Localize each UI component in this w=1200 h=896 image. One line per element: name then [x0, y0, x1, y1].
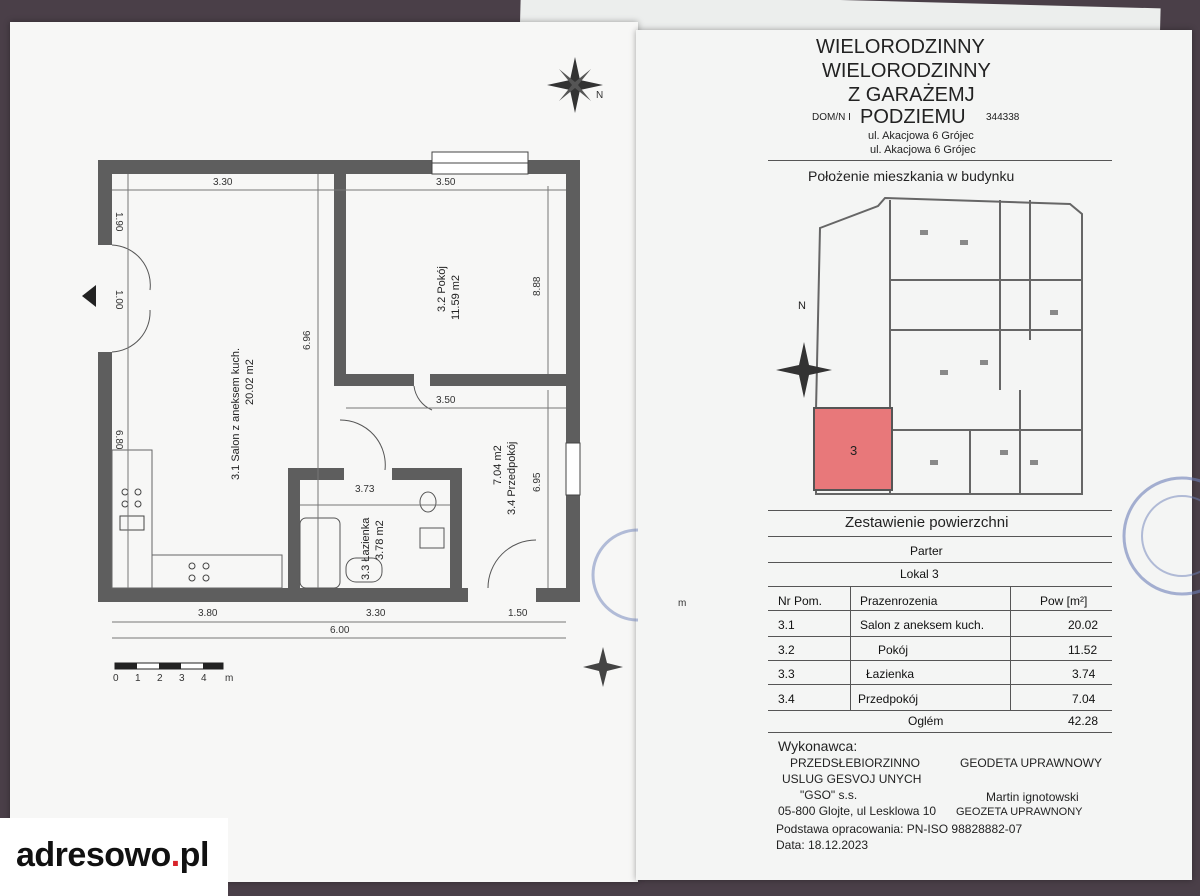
info-sheet: [636, 30, 1192, 880]
location-title: Położenie mieszkania w budynku: [808, 168, 1015, 184]
room-3-1-label: 3.1 Salon z aneksem kuch.: [230, 347, 242, 480]
dim-total: 6.00: [330, 625, 350, 636]
contractor-line-4a: 05-800 Glojte, ul Lesklowa 10: [778, 804, 937, 818]
divider: [768, 510, 1112, 511]
dim-bottom-3: 1.50: [508, 608, 528, 619]
total-value: 42.28: [1068, 714, 1099, 728]
mini-north-label: N: [798, 300, 806, 312]
row-nr: 3.4: [778, 692, 795, 706]
row-nr: 3.2: [778, 643, 795, 657]
row-pow: 20.02: [1068, 618, 1099, 632]
dim-top-2: 3.50: [436, 177, 456, 188]
floor-plan: [82, 57, 623, 687]
room-3-3-area: 3.78 m2: [374, 520, 386, 560]
row-nr: 3.3: [778, 667, 795, 681]
floor-label: Parter: [910, 544, 943, 558]
contractor-line-2: USLUG GESVOJ UNYCH: [782, 772, 922, 786]
adresowo-logo[interactable]: adresowo.pl: [0, 818, 228, 896]
row-nr: 3.1: [778, 618, 795, 632]
header-title-2: WIELORODZINNY: [822, 60, 991, 82]
unit-label: Lokal 3: [900, 567, 939, 581]
compass-small-icon: [583, 647, 623, 687]
contractor-line-3a: "GSO" s.s.: [800, 788, 858, 802]
row-pow: 11.52: [1068, 643, 1098, 657]
contractor-line-1b: GEODETA UPRAWNOWY: [960, 756, 1103, 770]
scale-unit: m: [225, 673, 234, 684]
contractor-line-4b: GEOZETA UPRAWNONY: [956, 806, 1083, 818]
dim-left-3: 6.80: [113, 430, 124, 450]
room-3-3-label: 3.3 Łazienka: [360, 517, 372, 580]
dim-top-1: 3.30: [213, 177, 233, 188]
room-3-4-label: 3.4 Przedpokój: [506, 441, 518, 515]
header-podziemu: PODZIEMU: [860, 106, 966, 128]
dim-bottom-1: 3.80: [198, 608, 218, 619]
compass-icon: [776, 342, 832, 398]
header-nr: Nr Pom.: [778, 594, 823, 608]
dim-mid: 3.50: [436, 395, 456, 406]
room-3-4-area: 7.04 m2: [492, 445, 504, 485]
header-title-3: Z GARAŻEMJ: [848, 84, 975, 106]
stamp-icon: [591, 528, 638, 622]
dim-bottom-2: 3.30: [366, 608, 386, 619]
header-pow: Pow [m²]: [1040, 594, 1088, 608]
scale-0: 0: [113, 673, 119, 684]
divider: [768, 160, 1112, 161]
dim-bath: 3.73: [355, 484, 375, 495]
compass-icon: [547, 57, 603, 113]
row-name: Przedpokój: [858, 692, 919, 706]
unit-highlight: [813, 407, 893, 491]
header-address-2: ul. Akacjowa 6 Grójec: [870, 144, 976, 156]
north-label: N: [596, 90, 604, 101]
header-title-1: WIELORODZINNY: [816, 36, 985, 58]
row-pow: 7.04: [1072, 692, 1096, 706]
contractor-line-1a: PRZEDSŁEBIORZINNO: [790, 756, 921, 770]
room-3-1-area: 20.02 m2: [244, 359, 256, 405]
dim-vert-1: 6.96: [302, 330, 313, 350]
vscale-unit: m: [678, 598, 687, 609]
stamp-icon: [1122, 476, 1200, 596]
scale-3: 3: [179, 673, 185, 684]
header-name: Prazenrozenia: [860, 594, 938, 608]
header-address-1: ul. Akacjowa 6 Grójec: [868, 130, 974, 142]
contractor-title: Wykonawca:: [778, 738, 858, 754]
contractor-line-3b: Martin ignotowski: [986, 790, 1079, 804]
room-3-2-label: 3.2 Pokój: [436, 266, 448, 312]
dim-vert-2: 8.88: [532, 276, 543, 296]
total-label: Oglém: [908, 714, 944, 728]
dim-left-1: 1.90: [113, 212, 124, 232]
summary-title: Zestawienie powierzchni: [845, 514, 1009, 531]
scale-4: 4: [201, 673, 207, 684]
basis-text: Podstawa opracowania: PN-ISO 98828882-07: [776, 822, 1023, 836]
scale-2: 2: [157, 673, 163, 684]
row-name: Salon z aneksem kuch.: [860, 618, 985, 632]
date-text: Data: 18.12.2023: [776, 838, 869, 852]
room-3-2-area: 11.59 m2: [450, 274, 462, 320]
dim-vert-3: 6.95: [532, 472, 543, 492]
unit-number: 3: [850, 443, 858, 458]
row-name: Łazienka: [866, 667, 915, 681]
header-number: 344338: [986, 112, 1020, 123]
scale-1: 1: [135, 673, 141, 684]
building-plan: [776, 196, 1083, 495]
horizontal-scale-bar: [114, 662, 224, 670]
row-name: Pokój: [878, 643, 909, 657]
row-pow: 3.74: [1072, 667, 1096, 681]
dim-left-2: 1.00: [113, 290, 124, 310]
header-domni: DOM/N I: [812, 112, 851, 123]
